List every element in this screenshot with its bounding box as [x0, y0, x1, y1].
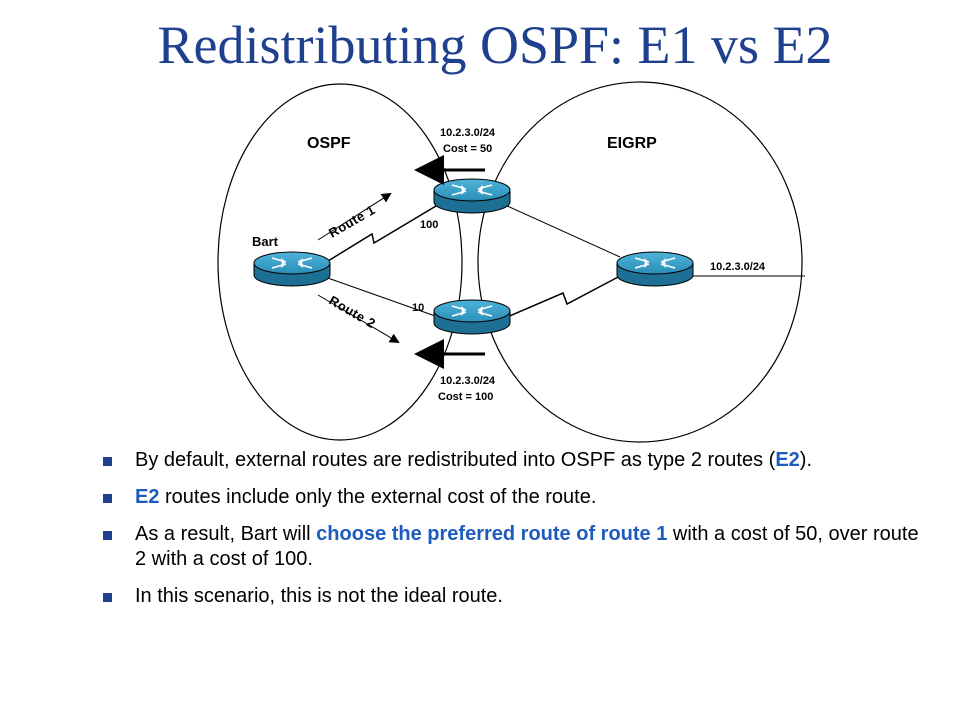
- route1-arrow: [317, 192, 392, 241]
- router-bottom[interactable]: [433, 299, 511, 335]
- bottom-cost-label: Cost = 100: [438, 391, 493, 403]
- bullet-square-icon: [103, 531, 112, 540]
- bullet-list: By default, external routes are redistri…: [100, 448, 920, 621]
- bullet-square-icon: [103, 457, 112, 466]
- ospf-label: OSPF: [307, 135, 351, 152]
- route2-arrow: [317, 294, 400, 344]
- right-prefix-label: 10.2.3.0/24: [710, 261, 766, 273]
- bullet-item: E2 routes include only the external cost…: [100, 485, 920, 510]
- top-cost-label: Cost = 50: [443, 143, 492, 155]
- eigrp-area: [477, 81, 803, 443]
- bullet-item: By default, external routes are redistri…: [100, 448, 920, 473]
- link-top-to-right: [504, 204, 621, 258]
- router-bart[interactable]: [253, 251, 331, 287]
- bullet-square-icon: [103, 494, 112, 503]
- serial-link-bart-top: [327, 205, 437, 262]
- bullet-square-icon: [103, 593, 112, 602]
- router-eigrp[interactable]: [616, 251, 694, 287]
- link-bart-route2: [324, 276, 439, 318]
- eigrp-label: EIGRP: [607, 135, 657, 152]
- bullet-item: In this scenario, this is not the ideal …: [100, 584, 920, 609]
- slide-title: Redistributing OSPF: E1 vs E2: [157, 15, 833, 75]
- bottom-prefix-label: 10.2.3.0/24: [440, 375, 496, 387]
- bart-label: Bart: [252, 234, 279, 249]
- cost-100-label: 100: [420, 219, 438, 231]
- router-top[interactable]: [433, 178, 511, 214]
- ospf-area: [217, 83, 463, 441]
- top-prefix-label: 10.2.3.0/24: [440, 127, 496, 139]
- route2-label: Route 2: [327, 293, 379, 332]
- cost-10-label: 10: [412, 302, 424, 314]
- bullet-item: As a result, Bart will choose the prefer…: [100, 522, 920, 572]
- serial-link-bottom-right: [504, 275, 621, 319]
